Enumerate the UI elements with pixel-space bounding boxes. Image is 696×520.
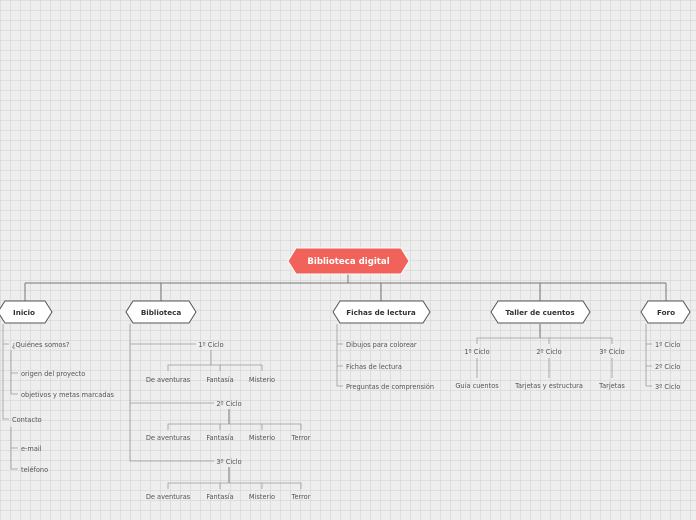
subtopic-biblioteca-ciclo2[interactable]: 2º Ciclo [216,400,241,408]
book-category-misterio[interactable]: Misterio [249,434,275,442]
book-category-misterio[interactable]: Misterio [249,376,275,384]
book-category-fantasia[interactable]: Fantasía [206,493,233,501]
subtopic-contacto[interactable]: Contacto [12,416,42,424]
subtopic-quienes[interactable]: ¿Quiénes somos? [12,341,70,349]
subtopic-taller-ciclo1[interactable]: 1º Ciclo [464,348,489,356]
topic-biblioteca[interactable]: Biblioteca [125,300,197,324]
subtopic-tarjetas[interactable]: Tarjetas [598,382,625,390]
book-category-aventuras[interactable]: De aventuras [146,376,191,384]
subtopic-foro-ciclo1[interactable]: 1º Ciclo [655,341,680,349]
topic-taller[interactable]: Taller de cuentos [490,300,591,324]
subtopic-preguntas[interactable]: Preguntas de comprensión [346,383,434,391]
subtopic-taller-ciclo3[interactable]: 3º Ciclo [599,348,624,356]
subtopic-fichas-lectura[interactable]: Fichas de lectura [346,363,402,371]
subtopic-taller-ciclo2[interactable]: 2º Ciclo [536,348,561,356]
subtopic-email[interactable]: e-mail [21,445,42,453]
topic-foro-label: Foro [657,308,675,317]
book-category-misterio[interactable]: Misterio [249,493,275,501]
subtopic-telefono[interactable]: teléfono [21,466,48,474]
subtopic-dibujos[interactable]: Dibujos para colorear [346,341,417,349]
subtopic-tarjetas-estructura[interactable]: Tarjetas y estructura [514,382,583,390]
subtopic-objetivos[interactable]: objetivos y metas marcadas [21,391,115,399]
root-connectors [24,274,667,301]
book-category-fantasia[interactable]: Fantasía [206,376,233,384]
subtopic-foro-ciclo2[interactable]: 2º Ciclo [655,363,680,371]
branch-foro: Foro 1º Ciclo 2º Ciclo 3º Ciclo [640,300,691,391]
subtopic-foro-ciclo3[interactable]: 3º Ciclo [655,383,680,391]
topic-fichas-label: Fichas de lectura [346,308,416,317]
branch-inicio: Inicio ¿Quiénes somos? origen del proyec… [0,300,115,474]
branch-fichas: Fichas de lectura Dibujos para colorear … [332,300,434,391]
book-category-fantasia[interactable]: Fantasía [206,434,233,442]
branch-biblioteca: Biblioteca 1º Ciclo De aventuras Fantasí… [125,300,311,501]
book-category-aventuras[interactable]: De aventuras [146,434,191,442]
branch-taller: Taller de cuentos 1º Ciclo 2º Ciclo 3º C… [455,300,625,390]
subtopic-biblioteca-ciclo3[interactable]: 3º Ciclo [216,458,241,466]
topic-biblioteca-label: Biblioteca [141,308,182,317]
topic-inicio[interactable]: Inicio [0,300,53,324]
book-category-terror[interactable]: Terror [291,434,311,442]
subtopic-biblioteca-ciclo1[interactable]: 1º Ciclo [198,341,223,349]
topic-foro[interactable]: Foro [640,300,691,324]
root-node[interactable]: Biblioteca digital [287,247,410,275]
book-category-terror[interactable]: Terror [291,493,311,501]
topic-inicio-label: Inicio [13,308,35,317]
topic-taller-label: Taller de cuentos [505,308,574,317]
root-label: Biblioteca digital [307,257,389,267]
subtopic-origen[interactable]: origen del proyecto [21,370,85,378]
book-category-aventuras[interactable]: De aventuras [146,493,191,501]
topic-fichas[interactable]: Fichas de lectura [332,300,431,324]
subtopic-guia-cuentos[interactable]: Guía cuentos [455,382,499,390]
